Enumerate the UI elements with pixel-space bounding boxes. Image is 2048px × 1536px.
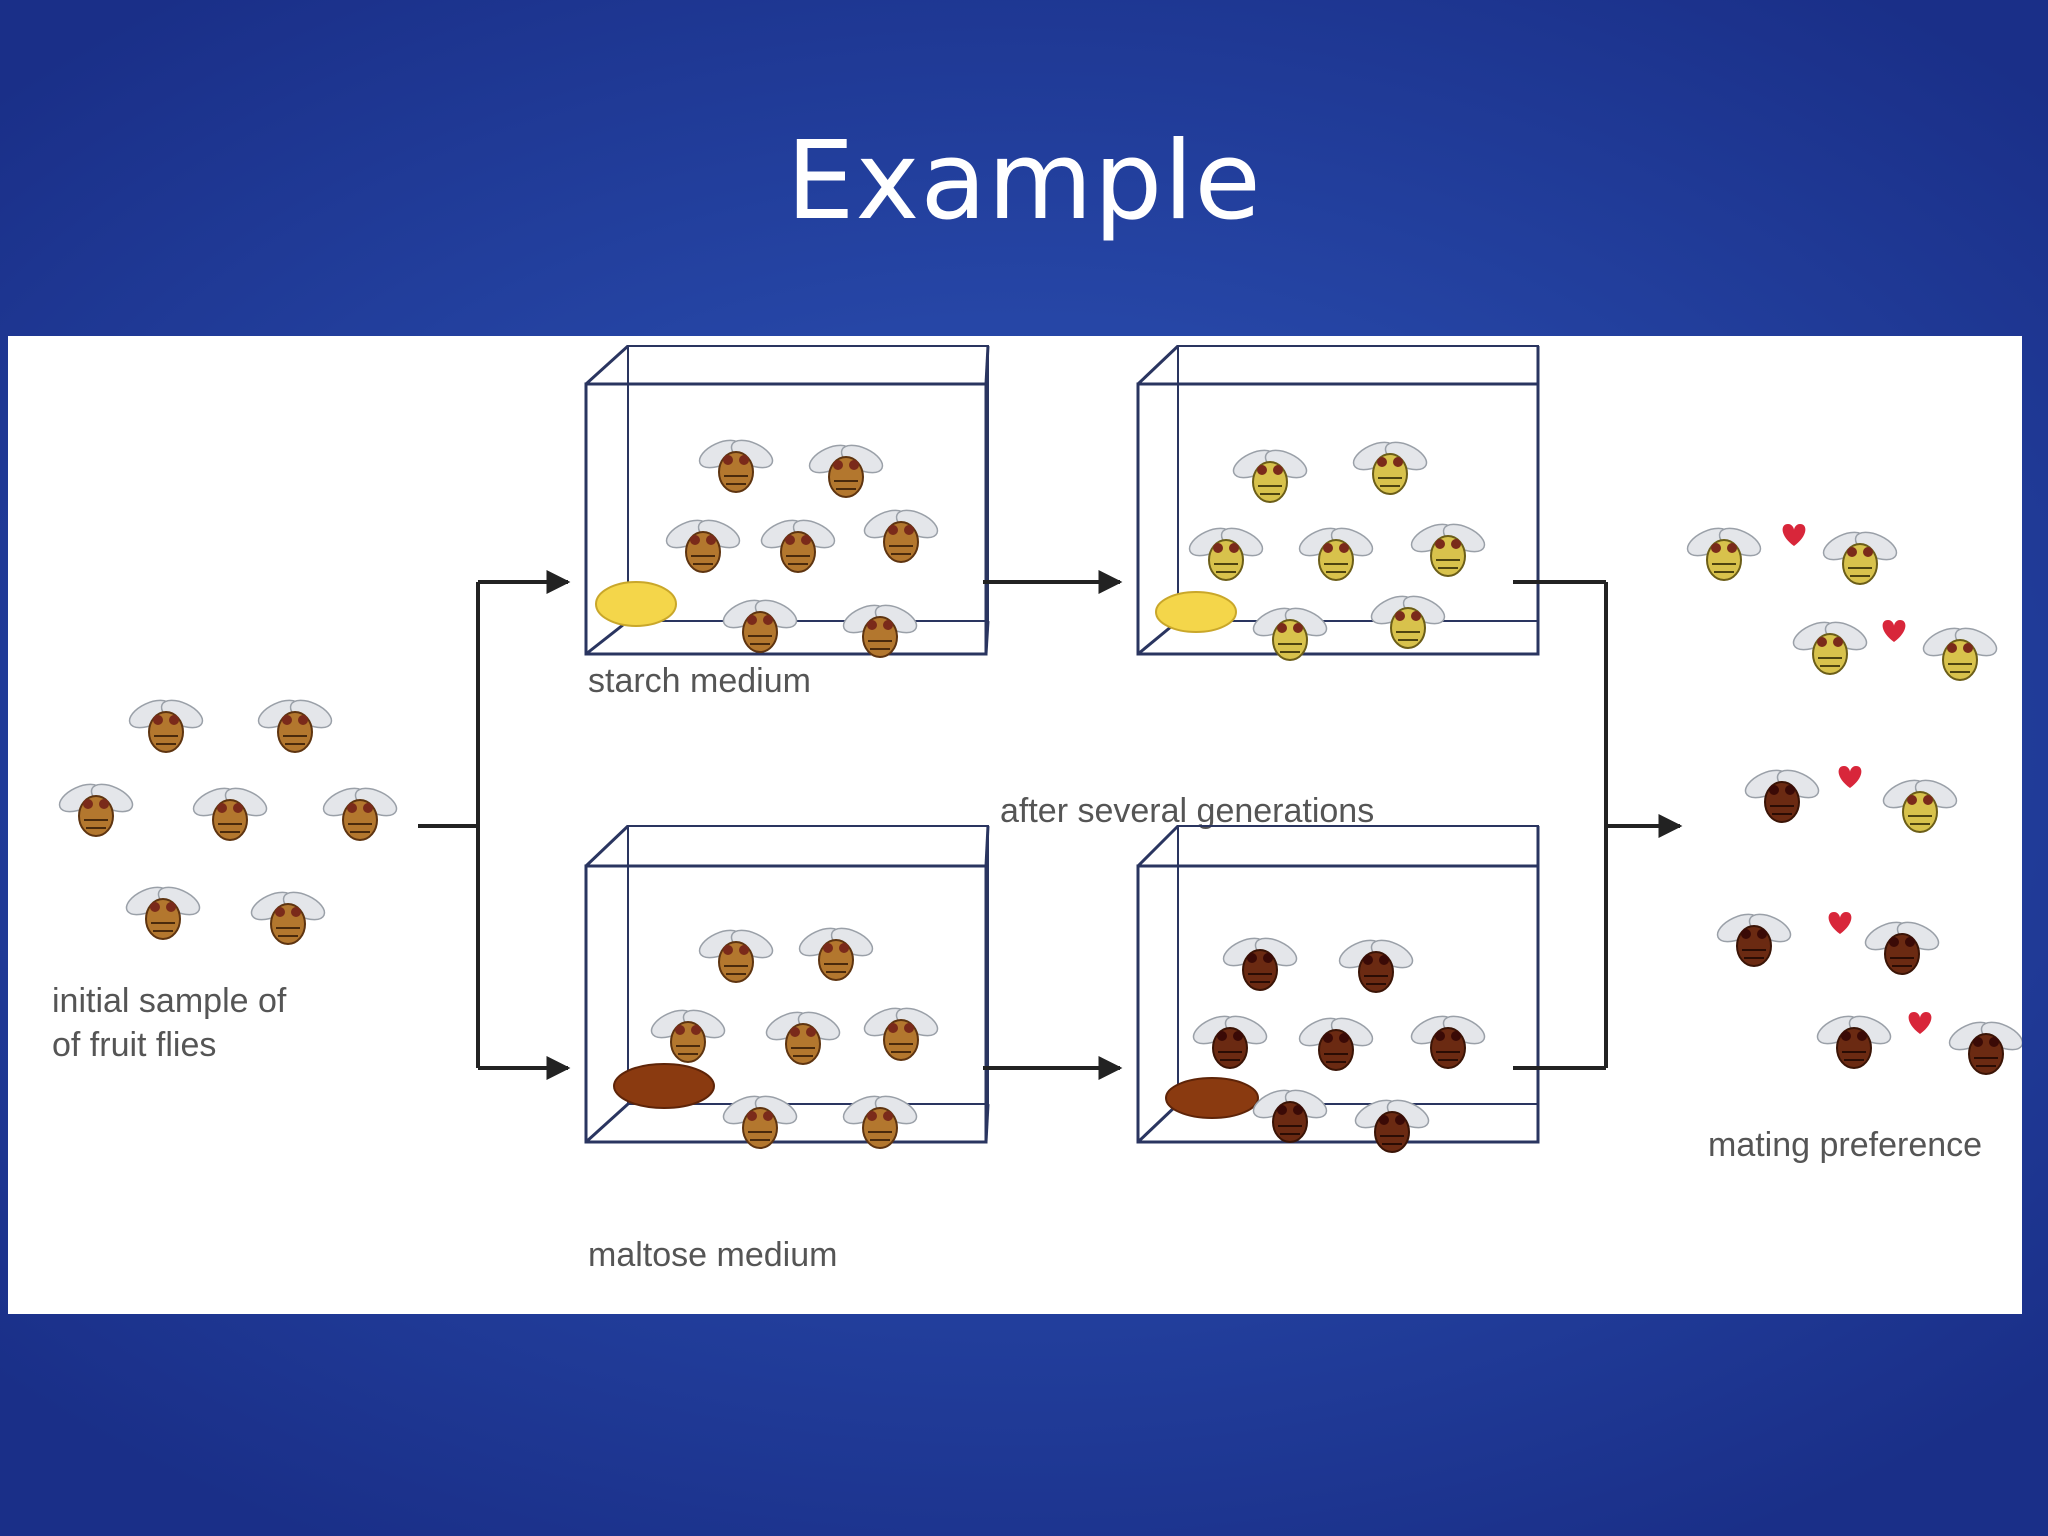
after-generations-label: after several generations (1000, 792, 1374, 830)
mating-pairs (1682, 521, 2022, 1075)
maltose-container-1 (584, 824, 990, 1144)
maltose-flies-gen1 (646, 921, 943, 1149)
branch-connector (418, 570, 571, 1080)
maltose-food-2 (1165, 1077, 1259, 1119)
starch-food-2 (1155, 591, 1237, 633)
slide-title: Example (786, 119, 1262, 244)
maltose-container-2 (1136, 824, 1540, 1144)
starch-flies-later (1184, 435, 1490, 661)
initial-sample-label-line2: of fruit flies (52, 1026, 216, 1064)
speciation-diagram: initial sample of of fruit flies starch … (52, 344, 2022, 1274)
maltose-food-1 (613, 1063, 715, 1109)
starch-medium-label: starch medium (588, 662, 811, 700)
starch-flies-gen1 (661, 433, 943, 658)
maltose-flies-later (1188, 931, 1490, 1153)
initial-fly-group (54, 693, 402, 945)
starch-container-1 (584, 344, 990, 656)
merge-connector (1513, 580, 1683, 1070)
figure-panel: initial sample of of fruit flies starch … (8, 336, 2022, 1314)
starch-container-2 (1136, 344, 1540, 656)
starch-food-1 (595, 581, 677, 627)
mating-preference-label: mating preference (1708, 1126, 1982, 1164)
maltose-medium-label: maltose medium (588, 1236, 837, 1274)
initial-sample-label-line1: initial sample of (52, 982, 287, 1020)
